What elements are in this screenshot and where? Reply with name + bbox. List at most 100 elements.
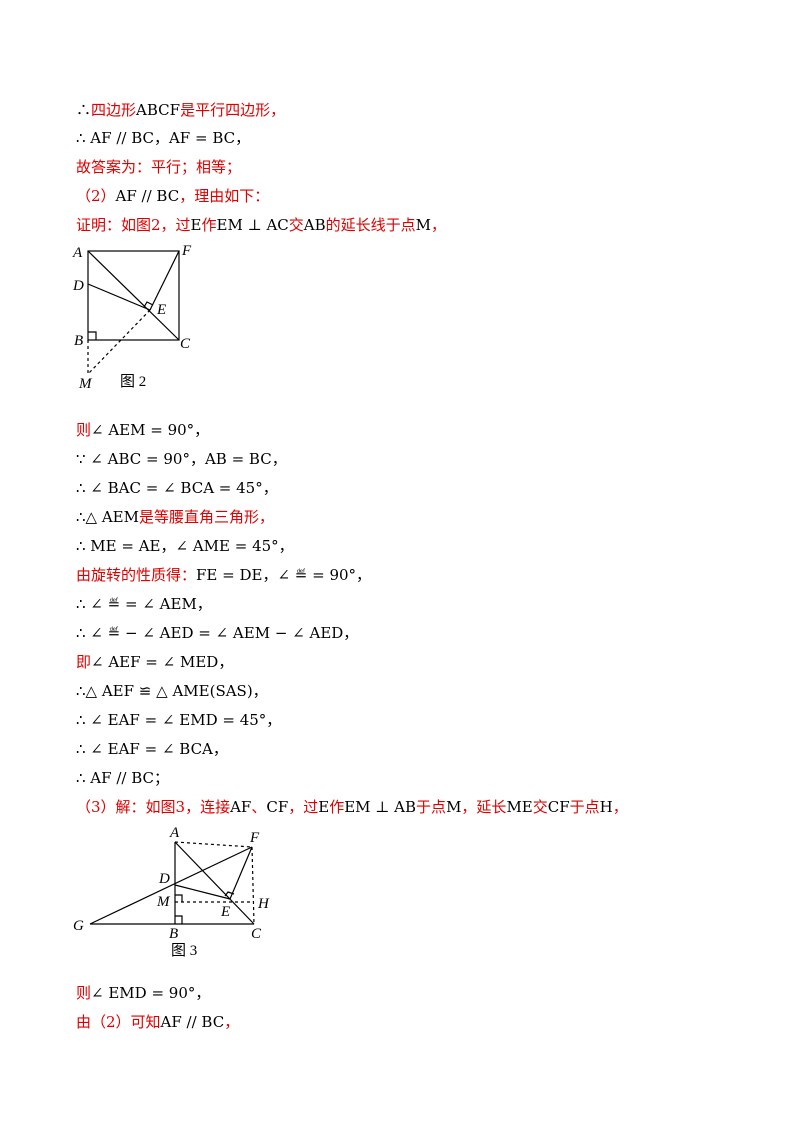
text-segment: ，过 <box>288 798 319 816</box>
text-line-16: ∴ ∠ EAF = ∠ EMD = 45°， <box>76 710 281 730</box>
label-m: M <box>156 894 171 910</box>
text-line-10: ∴ ME = AE，∠ AME = 45°， <box>76 536 294 556</box>
dashed-cf <box>251 846 255 925</box>
text-segment: ME <box>506 798 533 816</box>
square-abcf <box>87 250 180 341</box>
right-angle-e <box>224 891 235 897</box>
segment-de <box>174 884 231 900</box>
label-e: E <box>156 302 166 318</box>
text-segment: ∴ AF // BC，AF = BC， <box>76 129 251 147</box>
text-line-3: 故答案为：平行；相等； <box>76 157 241 177</box>
text-line-8: ∴ ∠ BAC = ∠ BCA = 45°， <box>76 478 278 498</box>
text-segment: 即 <box>76 653 92 671</box>
text-segment: ∠ EMD = 90°， <box>91 984 211 1002</box>
text-segment: ABCF <box>136 101 181 119</box>
text-line-9: ∴△ AEM是等腰直角三角形， <box>76 507 274 527</box>
label-c: C <box>180 336 191 352</box>
text-segment: E <box>318 798 330 816</box>
figure-3-diagram: A F D M E H G B C 图 3 <box>73 825 270 959</box>
text-segment: AF // BC <box>115 187 180 205</box>
diagonal-ac <box>87 250 180 341</box>
text-line-4: （2）AF // BC，理由如下： <box>76 186 269 206</box>
text-segment: CF <box>547 798 570 816</box>
text-line-19: （3）解：如图3，连接AF、CF，过E作EM ⊥ AB于点M，延长ME交CF于点… <box>76 797 628 817</box>
text-segment: ∴△ AEF ≌ △ AME(SAS)， <box>76 682 268 700</box>
text-segment: AF // BC <box>160 1013 225 1031</box>
text-segment: CF <box>266 798 289 816</box>
text-segment: ， <box>612 798 628 816</box>
text-segment: 由旋转的性质得： <box>76 566 197 584</box>
right-angle-e <box>143 301 154 308</box>
text-segment: ∴ ∠ BAC = ∠ BCA = 45°， <box>76 479 278 497</box>
text-segment: 由（2）可知 <box>76 1013 161 1031</box>
text-segment: ， <box>431 216 447 234</box>
text-line-12: ∴ ∠ ≝ = ∠ AEM， <box>76 594 212 614</box>
segment-fe <box>149 250 180 311</box>
text-line-13: ∴ ∠ ≝ − ∠ AED = ∠ AEM − ∠ AED， <box>76 623 358 643</box>
diagonal-ac <box>174 841 255 925</box>
text-segment: ，理由如下： <box>179 187 270 205</box>
text-segment: 是平行四边形， <box>180 101 286 119</box>
label-a: A <box>72 245 83 261</box>
label-f: F <box>249 830 260 846</box>
label-d: D <box>158 871 170 887</box>
label-b: B <box>169 926 178 942</box>
figure-2-caption: 图 2 <box>120 373 146 390</box>
right-angle-b <box>175 915 183 924</box>
label-f: F <box>181 243 192 259</box>
text-segment: M <box>415 216 432 234</box>
segment-gf <box>89 846 253 925</box>
label-d: D <box>72 278 84 294</box>
text-segment: ∴ ME = AE，∠ AME = 45°， <box>76 537 294 555</box>
text-segment: 四边形 <box>91 101 137 119</box>
text-line-11: 由旋转的性质得：FE = DE，∠ ≝ = 90°， <box>76 565 371 585</box>
dashed-af <box>174 841 253 848</box>
text-segment: H <box>599 798 613 816</box>
text-line-5: 证明：如图2，过E作EM ⊥ AC交AB的延长线于点M， <box>76 215 446 235</box>
text-segment: ∴ AF // BC； <box>76 769 169 787</box>
text-segment: 于点 <box>416 798 447 816</box>
text-segment: ∵ ∠ ABC = 90°，AB = BC， <box>76 450 287 468</box>
text-segment: EM ⊥ AC <box>216 216 289 234</box>
text-segment: ∠ AEM = 90°， <box>91 421 210 439</box>
label-b: B <box>74 333 83 349</box>
text-line-7: ∵ ∠ ABC = 90°，AB = BC， <box>76 449 287 469</box>
dashed-em <box>87 309 151 375</box>
label-a: A <box>169 825 180 841</box>
text-line-17: ∴ ∠ EAF = ∠ BCA， <box>76 739 228 759</box>
text-segment: ∴ <box>76 101 92 119</box>
label-m: M <box>78 376 93 392</box>
text-segment: 交 <box>532 798 548 816</box>
segment-de <box>87 283 151 311</box>
text-segment: ∴ ∠ ≝ − ∠ AED = ∠ AEM − ∠ AED， <box>76 624 359 642</box>
text-segment: 是等腰直角三角形， <box>139 508 275 526</box>
label-g: G <box>73 918 84 934</box>
text-segment: ∴△ AEM <box>76 508 139 526</box>
figure-3-caption: 图 3 <box>171 942 197 959</box>
label-c: C <box>251 926 262 942</box>
text-line-6: 则∠ AEM = 90°， <box>76 420 209 440</box>
figure-2-diagram: A F D E B C M 图 2 <box>72 243 192 392</box>
text-line-20: 则∠ EMD = 90°， <box>76 983 210 1003</box>
text-segment: 交 <box>288 216 304 234</box>
text-segment: 、 <box>251 798 267 816</box>
right-angle-m <box>175 894 183 902</box>
label-h: H <box>257 896 270 912</box>
text-segment: 于点 <box>569 798 600 816</box>
text-segment: 证明：如图2，过 <box>76 216 191 234</box>
text-line-18: ∴ AF // BC； <box>76 768 169 788</box>
text-segment: 则 <box>76 984 92 1002</box>
text-segment: （2） <box>76 187 116 205</box>
text-segment: 作 <box>329 798 345 816</box>
text-segment: 故答案为：平行；相等； <box>76 158 242 176</box>
text-line-1: ∴四边形ABCF是平行四边形， <box>76 100 285 120</box>
text-segment: FE = DE，∠ ≝ = 90°， <box>196 566 372 584</box>
text-segment: M <box>446 798 462 816</box>
text-segment: AF <box>230 798 252 816</box>
text-segment: ∠ AEF = ∠ MED， <box>91 653 234 671</box>
right-angle-b <box>88 331 97 340</box>
text-segment: E <box>190 216 202 234</box>
text-segment: ， <box>224 1013 240 1031</box>
text-segment: AB <box>303 216 326 234</box>
text-line-21: 由（2）可知AF // BC， <box>76 1012 239 1032</box>
